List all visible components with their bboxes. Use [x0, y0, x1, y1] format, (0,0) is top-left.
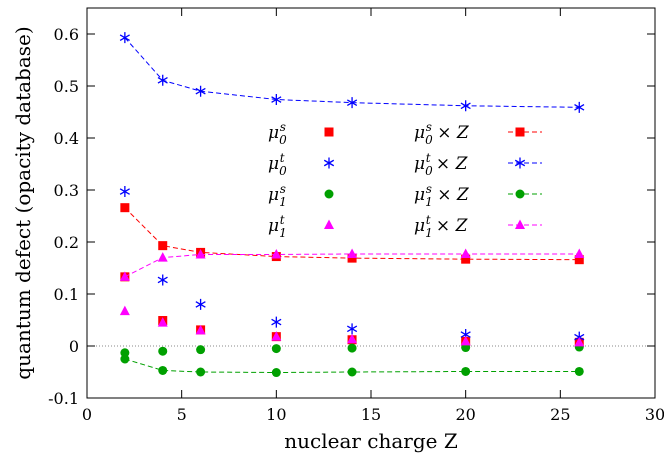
data-point [514, 157, 526, 169]
series [120, 354, 584, 378]
data-point [119, 271, 130, 281]
y-tick-label: 0.5 [54, 77, 79, 96]
legend-label: μ1s × Z [414, 182, 470, 209]
y-tick-label: 0.3 [54, 181, 79, 200]
data-point [158, 346, 168, 356]
data-point [324, 219, 334, 229]
series [119, 186, 585, 343]
x-tick-label: 25 [550, 405, 570, 424]
data-point [460, 100, 471, 112]
data-point [574, 101, 585, 113]
y-axis-label: quantum defect (opacity database) [11, 26, 35, 379]
data-point [515, 219, 525, 229]
data-point [271, 331, 282, 341]
data-point [271, 248, 282, 259]
legend-label: μ1t × Z [414, 213, 469, 240]
data-point [195, 85, 206, 97]
data-point [461, 366, 471, 376]
x-tick-label: 15 [361, 405, 381, 424]
data-point [120, 348, 130, 358]
data-point [346, 323, 358, 335]
legend: μ0s μ0t μ1s μ1t μ0s × Z μ0t × Z μ1s × Z μ1t × Z [268, 120, 542, 240]
data-point [158, 365, 168, 375]
data-point [515, 189, 525, 199]
series [119, 305, 585, 347]
data-point [157, 252, 168, 262]
data-point [347, 253, 357, 263]
x-tick-label: 30 [645, 405, 664, 424]
x-axis-label: nuclear charge Z [284, 429, 458, 453]
data-point [271, 344, 281, 354]
data-point [120, 203, 130, 213]
legend-label: μ1s [268, 182, 287, 209]
data-point [195, 324, 206, 335]
x-tick-label: 20 [455, 405, 475, 424]
data-point [574, 255, 584, 265]
data-point [196, 345, 206, 355]
data-point [157, 274, 168, 286]
data-point [157, 317, 168, 327]
data-point [574, 366, 584, 376]
y-tick-label: 0.1 [54, 285, 79, 304]
legend-label: μ0s × Z [414, 120, 470, 147]
data-point [460, 248, 471, 258]
y-tick-label: 0.4 [54, 129, 79, 148]
data-point [271, 368, 281, 378]
y-tick-label: -0.1 [48, 389, 79, 408]
series [119, 32, 585, 113]
data-point [324, 127, 334, 137]
data-point [347, 367, 357, 377]
legend-label: μ1t [268, 213, 287, 240]
series [120, 342, 584, 358]
data-point [574, 248, 585, 258]
series [119, 248, 585, 281]
data-point [515, 127, 525, 137]
plot-frame [86, 7, 656, 399]
data-point [119, 32, 130, 44]
series-layer [119, 32, 585, 378]
y-tick-label: 0.6 [54, 25, 79, 44]
data-point [157, 74, 168, 86]
x-tick-label: 5 [177, 405, 187, 424]
data-point [271, 94, 282, 106]
y-tick-label: 0.2 [54, 233, 79, 252]
data-point [158, 241, 168, 251]
data-point [119, 305, 130, 316]
data-point [346, 97, 358, 109]
x-tick-label: 10 [266, 405, 286, 424]
x-tick-label: 0 [82, 405, 92, 424]
data-point [347, 333, 358, 344]
data-point [460, 335, 471, 346]
data-point [196, 367, 206, 377]
data-point [574, 336, 585, 347]
legend-label: μ0t × Z [414, 151, 469, 178]
data-point [347, 343, 357, 353]
data-point [195, 248, 206, 259]
legend-label: μ0s [268, 120, 287, 147]
data-point [271, 316, 282, 328]
data-point [195, 298, 206, 310]
data-point [120, 354, 130, 364]
legend-label: μ0t [268, 151, 287, 178]
series-line [124, 37, 580, 108]
y-tick-label: 0 [69, 337, 79, 356]
data-point [323, 157, 335, 169]
data-point [461, 254, 471, 264]
data-point [119, 186, 130, 198]
data-point [324, 189, 334, 199]
data-point [347, 248, 358, 258]
